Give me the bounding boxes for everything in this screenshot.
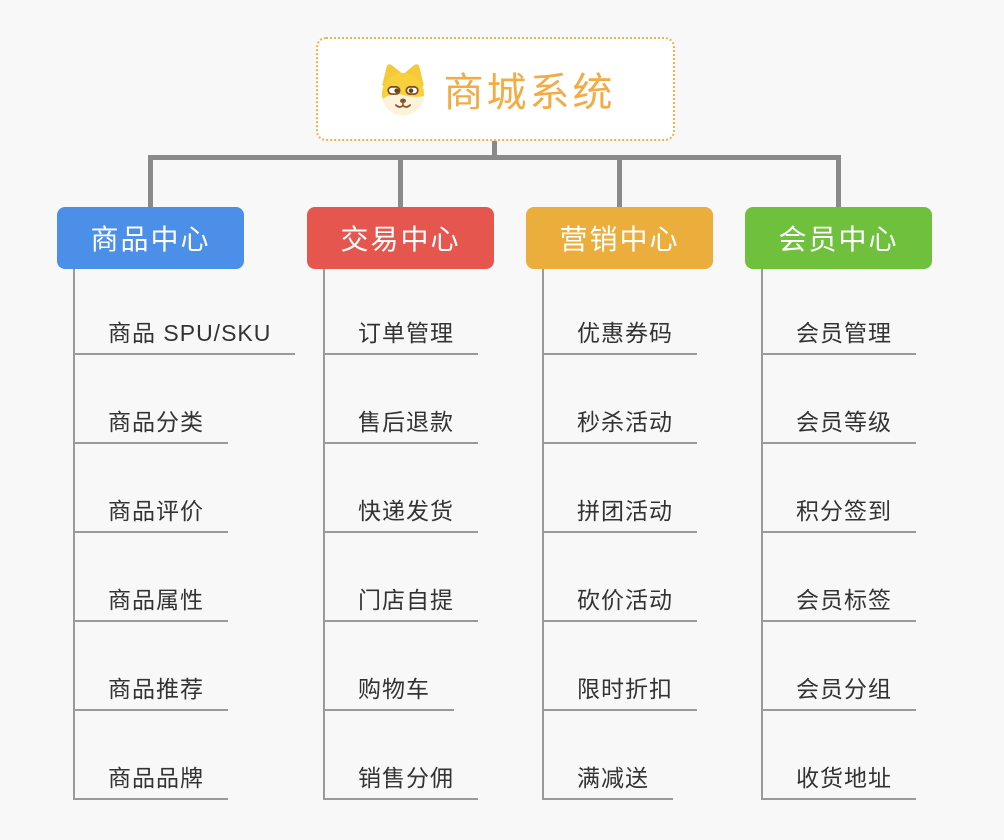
child-topic[interactable]: 销售分佣 [325,711,478,800]
child-topic[interactable]: 商品评价 [75,444,228,533]
child-topic[interactable]: 拼团活动 [544,444,697,533]
child-topic[interactable]: 优惠券码 [544,269,697,355]
child-topic[interactable]: 门店自提 [325,533,478,622]
connector-stem-branch-3 [617,155,622,207]
branch-node[interactable]: 会员中心 [745,207,932,269]
child-topic[interactable]: 购物车 [325,622,454,711]
child-topic[interactable]: 售后退款 [325,355,478,444]
child-topic[interactable]: 砍价活动 [544,533,697,622]
child-topic[interactable]: 快递发货 [325,444,478,533]
branch-children: 订单管理售后退款快递发货门店自提购物车销售分佣 [323,269,478,800]
child-topic[interactable]: 限时折扣 [544,622,697,711]
child-topic[interactable]: 商品分类 [75,355,228,444]
child-topic[interactable]: 商品 SPU/SKU [75,269,296,355]
branch-trade-center: 交易中心 订单管理售后退款快递发货门店自提购物车销售分佣 [307,207,494,800]
branch-node[interactable]: 交易中心 [307,207,494,269]
connector-root-stem [492,140,497,160]
child-topic[interactable]: 满减送 [544,711,673,800]
child-topic[interactable]: 会员分组 [763,622,916,711]
child-topic[interactable]: 会员标签 [763,533,916,622]
child-topic[interactable]: 订单管理 [325,269,478,355]
connector-stem-branch-1 [148,155,153,207]
child-topic[interactable]: 收货地址 [763,711,916,800]
child-topic[interactable]: 会员管理 [763,269,916,355]
child-topic[interactable]: 商品品牌 [75,711,228,800]
root-title: 商城系统 [443,71,616,115]
branch-member-center: 会员中心 会员管理会员等级积分签到会员标签会员分组收货地址 [745,207,932,800]
root-node[interactable]: 商城系统 [316,37,675,141]
child-topic[interactable]: 商品推荐 [75,622,228,711]
connector-bus [148,155,840,160]
dog-face-icon [376,62,430,116]
child-topic[interactable]: 积分签到 [763,444,916,533]
branch-children: 优惠券码秒杀活动拼团活动砍价活动限时折扣满减送 [542,269,697,800]
connector-stem-branch-2 [398,155,403,207]
branch-children: 会员管理会员等级积分签到会员标签会员分组收货地址 [761,269,916,800]
child-topic[interactable]: 会员等级 [763,355,916,444]
branch-node[interactable]: 营销中心 [526,207,713,269]
connector-stem-branch-4 [836,155,841,207]
branch-marketing-center: 营销中心 优惠券码秒杀活动拼团活动砍价活动限时折扣满减送 [526,207,713,800]
child-topic[interactable]: 秒杀活动 [544,355,697,444]
child-topic[interactable]: 商品属性 [75,533,228,622]
branch-node[interactable]: 商品中心 [57,207,244,269]
